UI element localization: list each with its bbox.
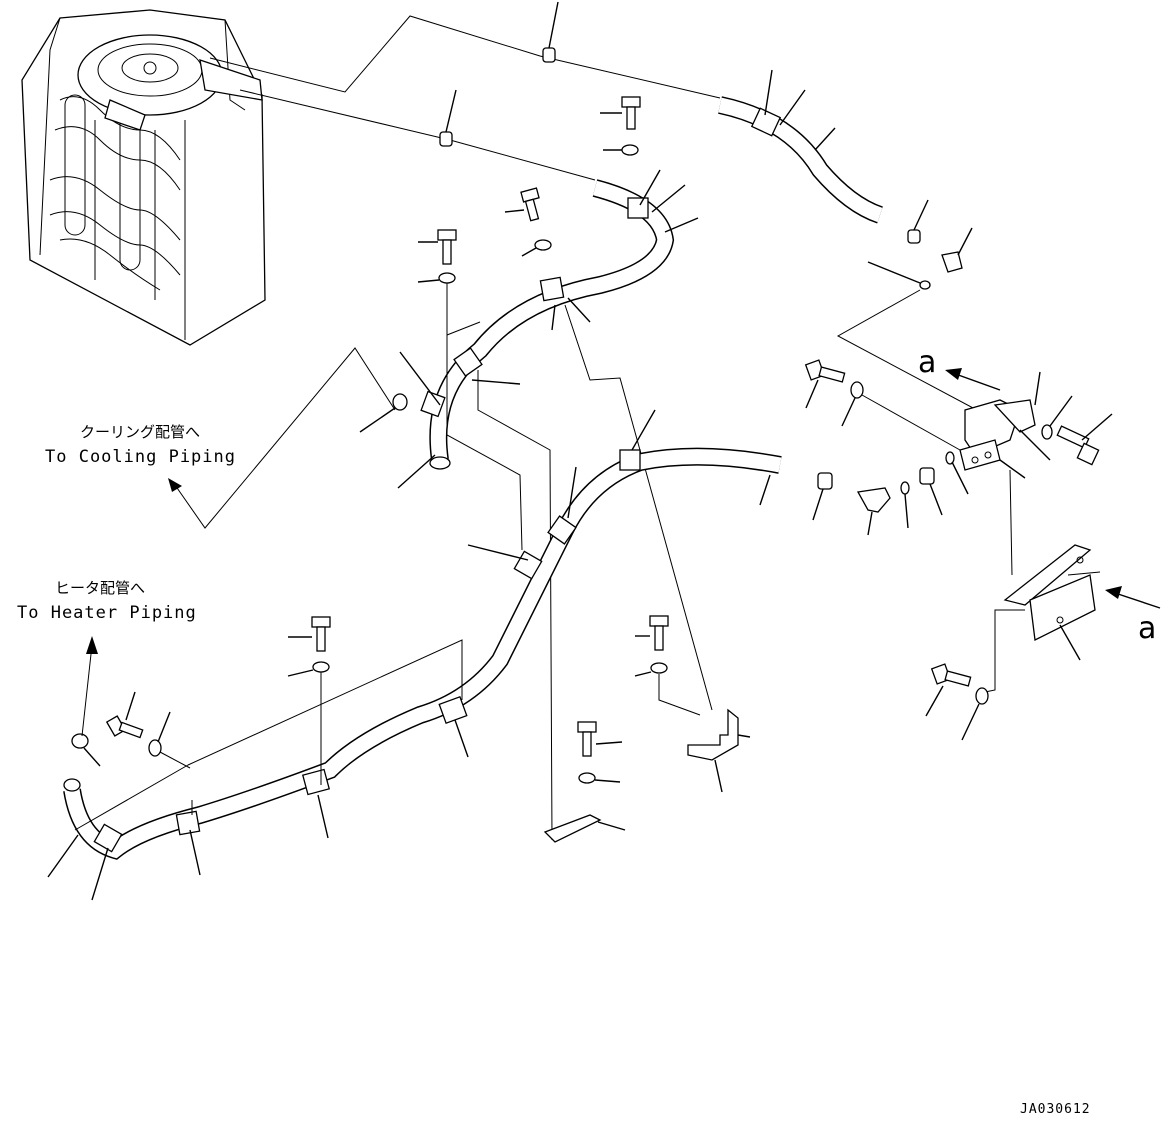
leader	[564, 304, 713, 711]
view-a-label-2: a	[1138, 611, 1156, 646]
elbow-fitting-icon	[941, 227, 973, 273]
clip-icon	[439, 89, 457, 147]
bracket-icon	[543, 814, 626, 843]
heater-core-unit	[21, 9, 266, 346]
cooling-jp-label: クーリング配管へ	[80, 423, 200, 441]
main-heater-hose	[47, 409, 782, 901]
bolt-icon	[288, 616, 331, 652]
washer-icon	[1041, 395, 1073, 440]
washer-icon	[521, 239, 552, 257]
leader-lower	[239, 89, 596, 181]
view-a-label-1: a	[918, 345, 936, 380]
bolt-icon	[577, 721, 623, 757]
clip-icon	[359, 393, 408, 433]
washer-icon	[841, 381, 864, 427]
elbow-fitting-icon	[919, 467, 943, 516]
o-ring-icon	[867, 261, 931, 290]
bolt-icon	[504, 187, 540, 222]
leader	[1009, 469, 1013, 576]
leader	[658, 674, 701, 716]
bolt-icon	[600, 96, 641, 130]
bolt-icon	[418, 229, 457, 265]
bolt-icon	[804, 359, 846, 409]
arrow-icon	[86, 636, 98, 654]
bolt-icon	[1056, 413, 1113, 466]
leader	[477, 370, 553, 841]
leader-upper	[209, 15, 721, 99]
leader	[861, 394, 961, 451]
leader	[159, 751, 191, 769]
washer-icon	[287, 661, 330, 677]
elbow-fitting-icon	[856, 487, 891, 536]
view-arrow-icon	[1105, 586, 1161, 609]
clip-icon	[907, 199, 929, 244]
leader	[446, 321, 481, 336]
clip-icon	[71, 733, 101, 767]
cooling-en-label: To Cooling Piping	[45, 447, 236, 467]
washer-icon	[417, 272, 456, 284]
heater-jp-label: ヒータ配管へ	[55, 579, 145, 597]
view-arrow-icon	[945, 368, 1001, 391]
washer-icon	[634, 662, 668, 677]
upper-right-hose	[718, 69, 884, 224]
leader-frame	[74, 639, 463, 831]
bolt-icon	[105, 691, 144, 739]
o-ring-icon	[900, 481, 910, 529]
bolt-icon	[925, 663, 972, 717]
leader-to-valve	[836, 289, 1006, 426]
leader	[984, 609, 1025, 693]
arrow-icon	[168, 478, 182, 492]
drawing-code: JA030612	[1020, 1102, 1091, 1117]
clip-icon	[812, 472, 833, 521]
mounting-bracket	[1003, 544, 1101, 661]
leader	[446, 283, 523, 551]
leader	[174, 347, 396, 529]
washer-icon	[148, 711, 171, 757]
washer-icon	[961, 687, 989, 741]
washer-icon	[603, 144, 639, 156]
washer-icon	[578, 772, 621, 784]
bracket-icon	[687, 708, 751, 793]
upper-left-hose	[397, 169, 699, 489]
heater-en-label: To Heater Piping	[17, 603, 197, 623]
valve-assembly	[959, 371, 1051, 479]
bolt-icon	[635, 615, 669, 651]
o-ring-icon	[945, 451, 969, 495]
leader	[81, 644, 93, 737]
clip-icon	[542, 1, 559, 63]
